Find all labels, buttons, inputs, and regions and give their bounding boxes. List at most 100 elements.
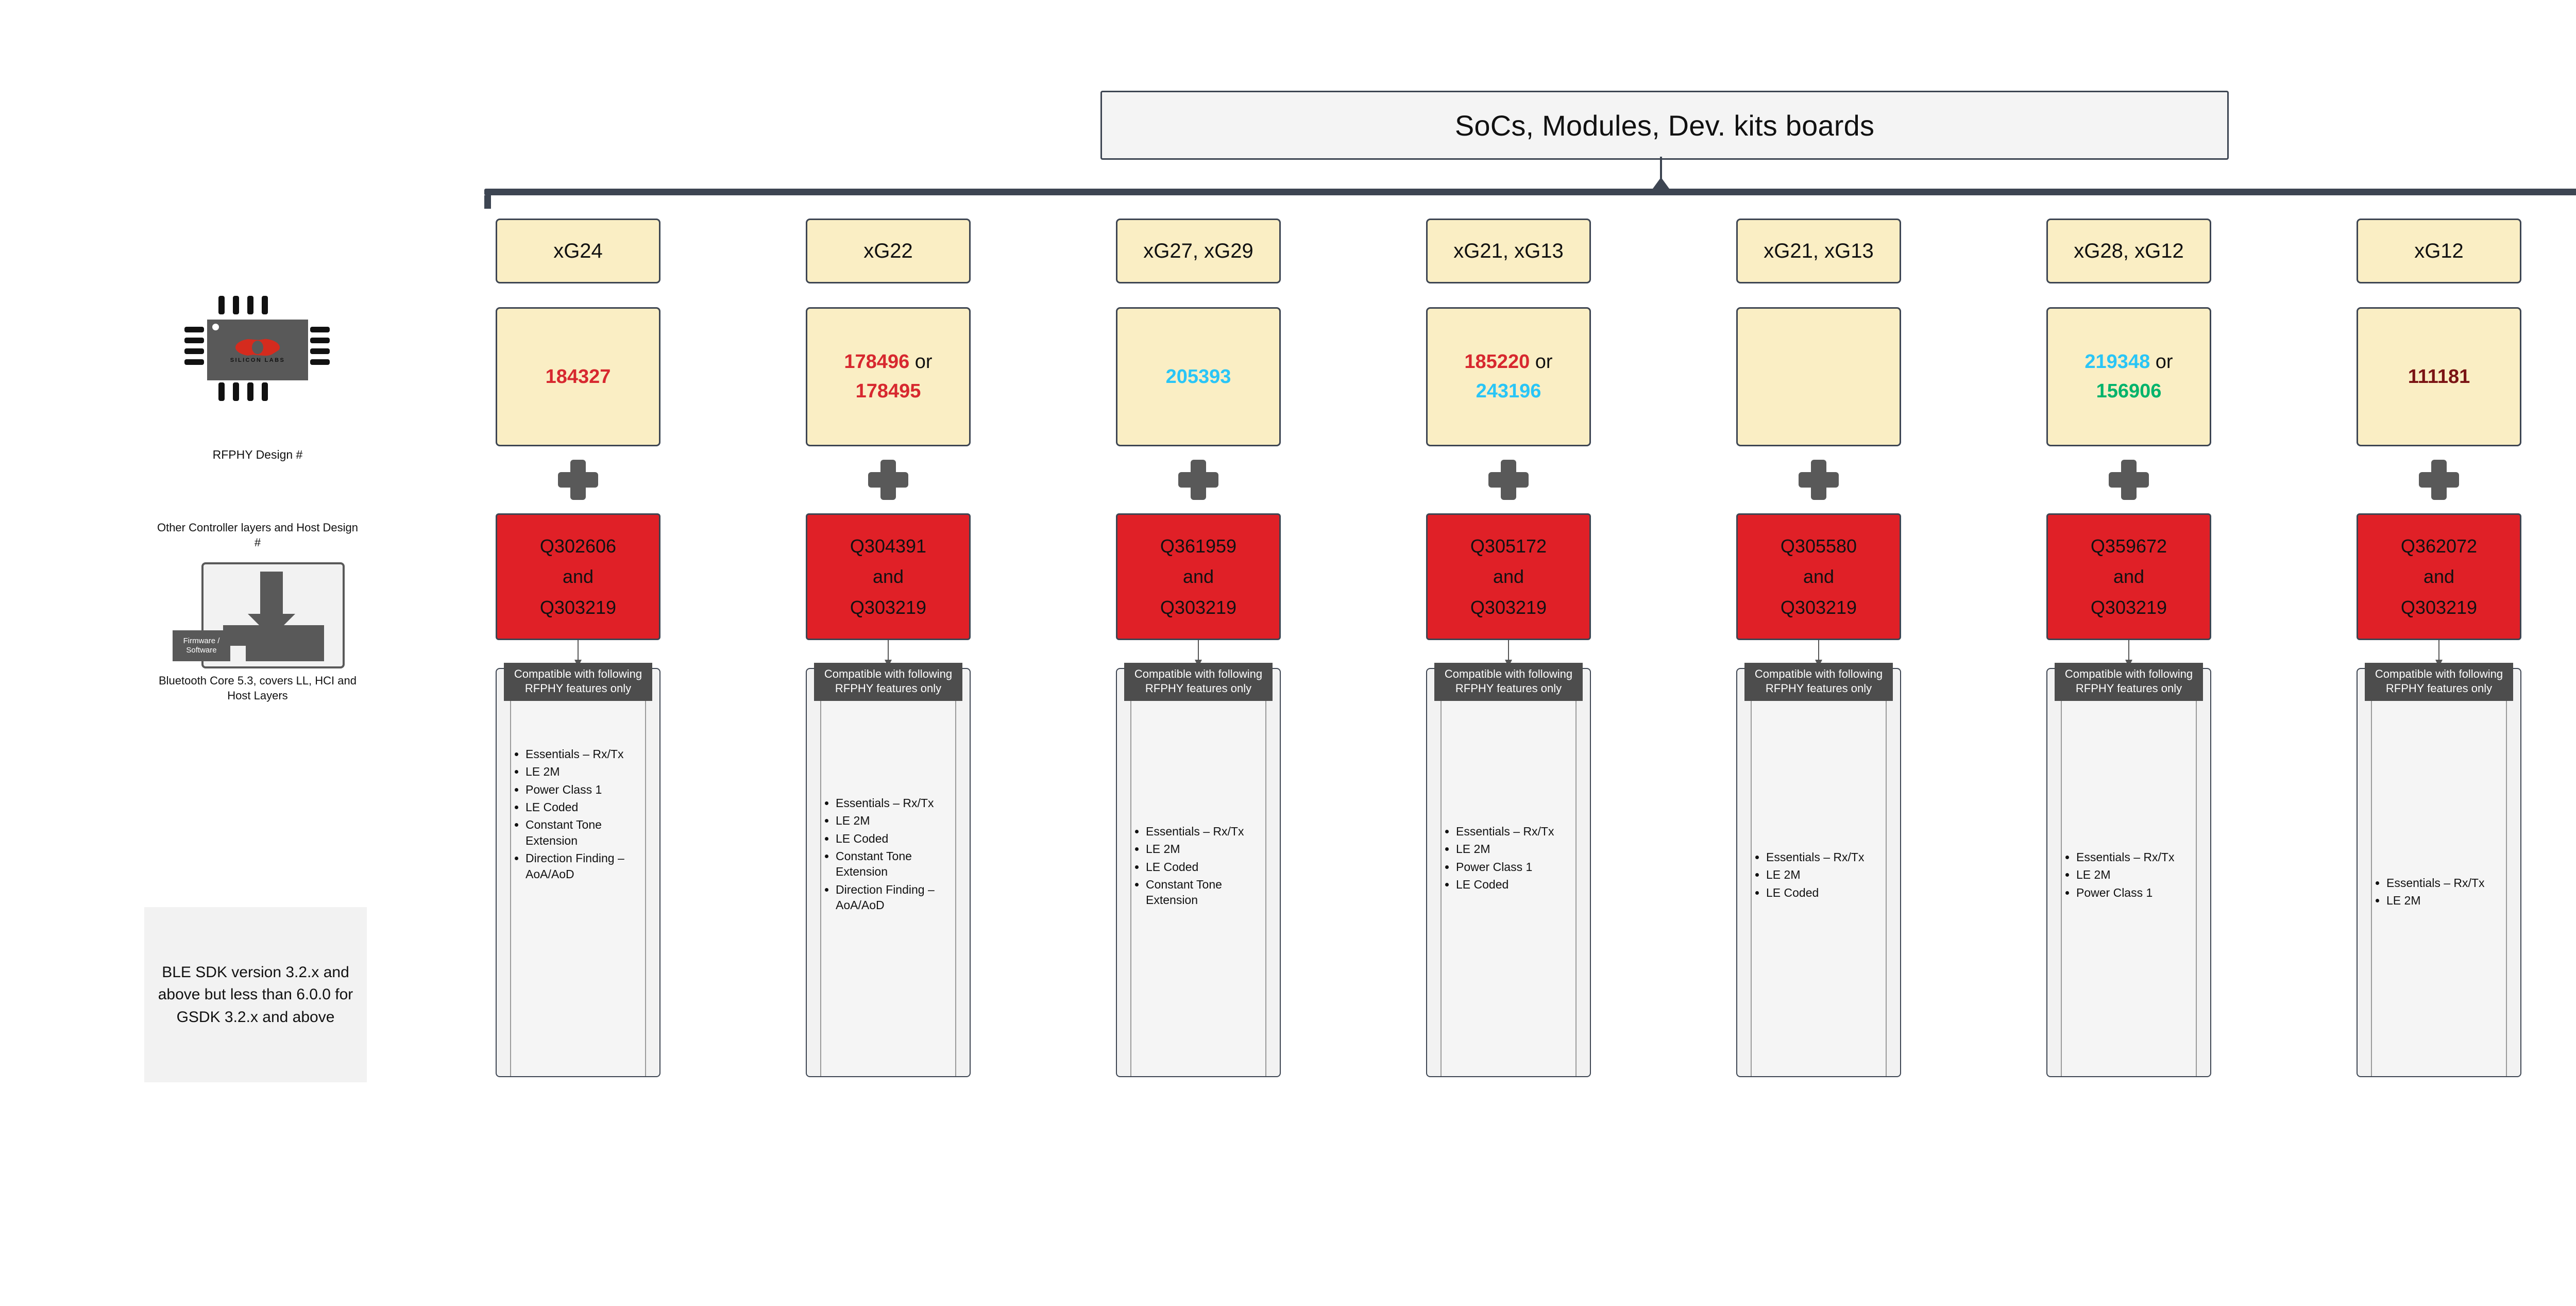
feature-list: Essentials – Rx/TxLE 2MPower Class 1LE C… xyxy=(1443,824,1583,894)
rfphy-separator: or xyxy=(1530,351,1553,373)
sdk-version-note: BLE SDK version 3.2.x and above but less… xyxy=(144,907,367,1082)
feature-list: Essentials – Rx/Tx LE 2M Power Class 1 xyxy=(2063,849,2203,902)
feature-list-item: LE Coded xyxy=(836,831,962,846)
part-family-label[interactable]: xG21, xG13 xyxy=(1426,219,1591,283)
rfphy-design-number-box[interactable]: 178496 or 178495 xyxy=(806,307,971,446)
legend-host-layers: Other Controller layers and Host Design … xyxy=(155,521,361,703)
plus-icon xyxy=(496,446,660,513)
sdk-version-note-text: BLE SDK version 3.2.x and above but less… xyxy=(158,963,353,1026)
legend-other-layers-caption: Other Controller layers and Host Design … xyxy=(157,521,359,549)
rfphy-design-number: 111181 xyxy=(2408,365,2470,388)
legend-bluetooth-caption: Bluetooth Core 5.3, covers LL, HCI and H… xyxy=(159,674,357,702)
feature-connector-stem xyxy=(2438,640,2439,660)
feature-list-item: Constant Tone Extension xyxy=(526,817,652,848)
feature-panel: Compatible with following RFPHY features… xyxy=(806,663,971,1077)
feature-list-item: Power Class 1 xyxy=(526,782,652,797)
part-family-label[interactable]: xG22 xyxy=(806,219,971,283)
silicon-labs-logo-text: SILICON LABS xyxy=(230,357,285,363)
feature-list: Essentials – Rx/TxLE 2MPower Class 1LE C… xyxy=(512,746,652,884)
feature-list-item: Essentials – Rx/Tx xyxy=(1146,824,1273,839)
feature-list-item: Essentials – Rx/Tx xyxy=(836,795,962,811)
plus-icon xyxy=(1736,446,1901,513)
feature-list: Essentials – Rx/TxLE 2MLE Coded xyxy=(1753,849,1893,902)
banner-connector-stem xyxy=(1660,157,1662,180)
feature-list-item: LE 2M xyxy=(526,764,652,779)
chip-orientation-dot-icon xyxy=(212,324,219,330)
feature-list-item: Direction Finding – AoA/AoD xyxy=(526,850,652,882)
feature-list-item: LE 2M xyxy=(1456,841,1583,857)
feature-list-item: Essentials – Rx/Tx xyxy=(2386,875,2513,891)
feature-list-item: Essentials – Rx/Tx xyxy=(1766,849,1893,865)
legend-rfphy: SILICON LABS RFPHY Design # xyxy=(155,289,361,462)
feature-list-item: Essentials – Rx/Tx xyxy=(1456,824,1583,839)
feature-connector-stem xyxy=(888,640,889,660)
feature-panel-inner xyxy=(2061,669,2197,1076)
feature-list: Essentials – Rx/Tx LE 2M xyxy=(2373,875,2513,911)
feature-panel: Compatible with following RFPHY features… xyxy=(1116,663,1281,1077)
feature-list-item: LE Coded xyxy=(1456,877,1583,892)
feature-list-item: LE 2M xyxy=(2076,867,2203,882)
chip-icon: SILICON LABS xyxy=(175,289,340,443)
distribution-bar xyxy=(484,189,2576,209)
feature-list-item: Essentials – Rx/Tx xyxy=(2076,849,2203,865)
legend-rfphy-caption: RFPHY Design # xyxy=(212,448,303,461)
rfphy-separator: or xyxy=(909,351,933,373)
feature-panel-inner xyxy=(1130,669,1266,1076)
plus-icon xyxy=(1426,446,1591,513)
rfphy-design-number: 205393 xyxy=(1165,365,1231,388)
part-family-label[interactable]: xG27, xG29 xyxy=(1116,219,1281,283)
feature-list-item: Direction Finding – AoA/AoD xyxy=(836,882,962,913)
feature-panel-header: Compatible with following RFPHY features… xyxy=(1744,663,1893,701)
plus-icon xyxy=(2046,446,2211,513)
part-family-label[interactable]: xG28, xG12 xyxy=(2046,219,2211,283)
part-family-label[interactable]: xG24 xyxy=(496,219,660,283)
plus-icon xyxy=(806,446,971,513)
feature-list-item: Power Class 1 xyxy=(2076,885,2203,900)
feature-panel-inner xyxy=(510,669,646,1076)
feature-list-item: LE Coded xyxy=(526,799,652,815)
rfphy-design-number-box[interactable]: 111181 xyxy=(2357,307,2521,446)
feature-panel-header: Compatible with following RFPHY features… xyxy=(814,663,962,701)
rfphy-design-number-box[interactable]: 205393 xyxy=(1116,307,1281,446)
rfphy-separator: or xyxy=(2150,351,2173,373)
feature-panel-inner xyxy=(820,669,956,1076)
feature-list-item: LE Coded xyxy=(1146,859,1273,875)
feature-panel-header: Compatible with following RFPHY features… xyxy=(504,663,652,701)
feature-panel-header: Compatible with following RFPHY features… xyxy=(1434,663,1583,701)
feature-list-item: Constant Tone Extension xyxy=(836,848,962,880)
feature-list-item: Constant Tone Extension xyxy=(1146,877,1273,908)
feature-panel-inner xyxy=(2371,669,2507,1076)
rfphy-design-number: 243196 xyxy=(1476,380,1541,402)
feature-panel: Compatible with following RFPHY features… xyxy=(496,663,660,1077)
feature-panel: Compatible with following RFPHY features… xyxy=(1426,663,1591,1077)
part-family-label[interactable]: xG12 xyxy=(2357,219,2521,283)
feature-list: Essentials – Rx/Tx LE 2M LE CodedConstant … xyxy=(822,795,962,915)
part-family-label[interactable]: xG21, xG13 xyxy=(1736,219,1901,283)
firmware-stack-icon: Firmware / Software xyxy=(173,553,345,672)
feature-panel: Compatible with following RFPHY features… xyxy=(2357,663,2521,1077)
rfphy-design-number-box[interactable] xyxy=(1736,307,1901,446)
feature-list-item: LE 2M xyxy=(2386,893,2513,908)
rfphy-design-number-box[interactable]: 185220 or 243196 xyxy=(1426,307,1591,446)
rfphy-design-number-box[interactable]: 219348 or 156906 xyxy=(2046,307,2211,446)
feature-connector-stem xyxy=(578,640,579,660)
rfphy-design-number: 178496 xyxy=(844,351,910,373)
plus-icon xyxy=(2357,446,2521,513)
rfphy-design-number-box[interactable]: 184327 xyxy=(496,307,660,446)
feature-list-item: LE 2M xyxy=(1146,841,1273,857)
firmware-software-tag: Firmware / Software xyxy=(173,630,230,662)
feature-list-item: LE 2M xyxy=(836,813,962,828)
